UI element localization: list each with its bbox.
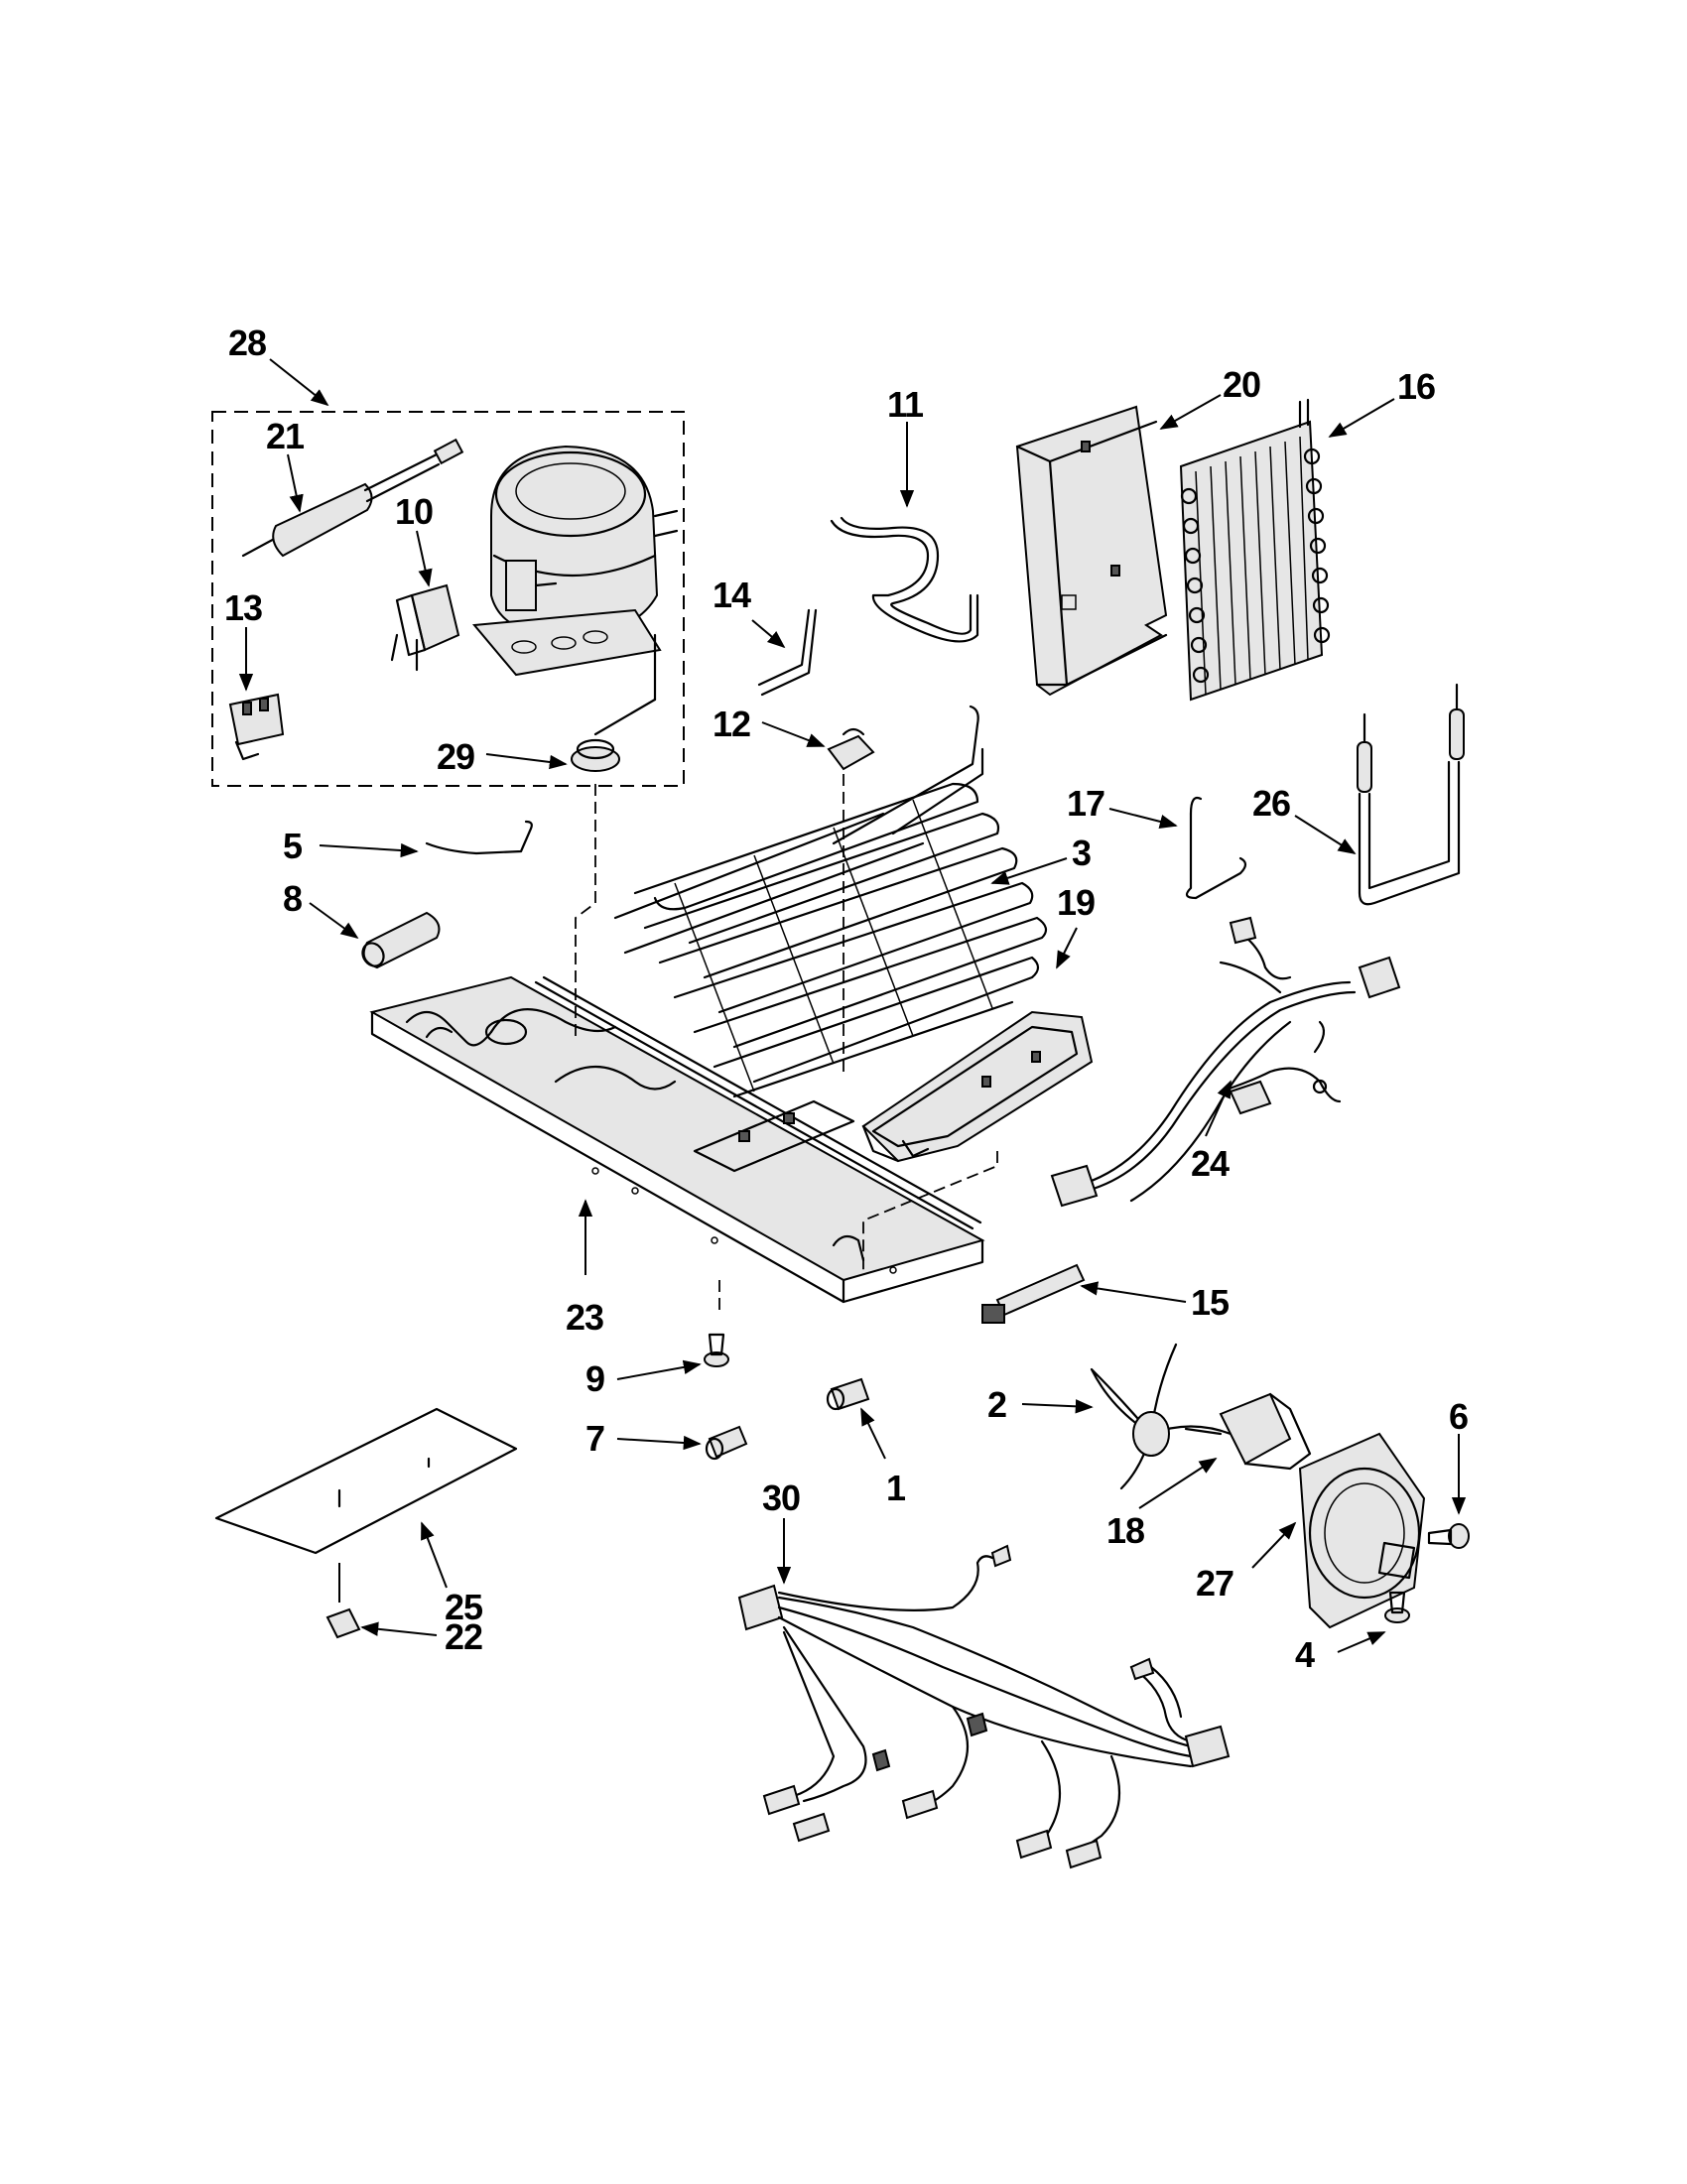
- part-14-tube[interactable]: [757, 608, 818, 697]
- part-18-fan-motor[interactable]: [1184, 1392, 1312, 1471]
- compressor-assembly-box: [211, 411, 685, 787]
- callout-1: 1: [886, 1468, 906, 1508]
- part-26-tube[interactable]: [1357, 683, 1465, 906]
- callout-21: 21: [266, 416, 305, 456]
- part-12-clip[interactable]: [827, 727, 875, 771]
- part-8-insulation[interactable]: [358, 911, 441, 969]
- callout-26: 26: [1252, 783, 1290, 824]
- callout-30: 30: [762, 1477, 800, 1518]
- part-21-filter-drier[interactable]: [241, 438, 464, 558]
- callout-labels: 28 21 10 13 29 11 20 16 14 12 17 26 3 19…: [224, 322, 1469, 1675]
- compressor[interactable]: [472, 445, 679, 677]
- callout-25: 25: [445, 1587, 483, 1627]
- callout-20: 20: [1223, 364, 1260, 405]
- part-30-wire-harness[interactable]: [737, 1544, 1231, 1869]
- callout-24: 24: [1191, 1143, 1230, 1184]
- part-11-tube[interactable]: [830, 516, 979, 643]
- part-1-grommet[interactable]: [826, 1377, 870, 1411]
- part-27-fan-shroud[interactable]: [1298, 1432, 1426, 1629]
- part-25-pad[interactable]: [214, 1407, 518, 1603]
- callout-3: 3: [1072, 833, 1091, 873]
- callout-8: 8: [283, 878, 302, 919]
- part-22-clip[interactable]: [325, 1607, 361, 1639]
- callout-12: 12: [713, 704, 750, 744]
- part-15-cable-tie[interactable]: [981, 1263, 1086, 1324]
- callout-14: 14: [713, 575, 751, 615]
- callout-4: 4: [1295, 1634, 1315, 1675]
- part-7-grommet[interactable]: [705, 1425, 748, 1461]
- callout-2: 2: [987, 1384, 1006, 1425]
- callout-19: 19: [1057, 882, 1095, 923]
- assembly-lines: [575, 774, 998, 1310]
- callout-28: 28: [228, 322, 266, 363]
- callout-7: 7: [585, 1418, 604, 1459]
- part-16-evaporator[interactable]: [1179, 398, 1331, 702]
- leader-arrows: [238, 358, 1467, 1653]
- part-23-base-pan[interactable]: [369, 975, 985, 1304]
- callout-11: 11: [887, 384, 924, 425]
- callout-18: 18: [1106, 1510, 1144, 1551]
- callout-15: 15: [1191, 1282, 1230, 1323]
- part-9-screw[interactable]: [704, 1333, 729, 1367]
- part-17-wire[interactable]: [1185, 796, 1247, 900]
- callout-10: 10: [395, 491, 433, 532]
- part-3-condenser[interactable]: [613, 705, 1048, 1098]
- part-20-evaporator-cover[interactable]: [1015, 405, 1168, 697]
- part-2-fan-blade[interactable]: [1090, 1343, 1233, 1490]
- part-19-drain-pan[interactable]: [861, 1010, 1094, 1163]
- callout-5: 5: [283, 826, 303, 866]
- part-6-screw[interactable]: [1427, 1523, 1470, 1549]
- callout-29: 29: [437, 736, 474, 777]
- callout-16: 16: [1397, 366, 1435, 407]
- callout-13: 13: [224, 587, 262, 628]
- callout-23: 23: [566, 1297, 603, 1338]
- callout-6: 6: [1449, 1396, 1468, 1437]
- callout-9: 9: [585, 1358, 604, 1399]
- callout-27: 27: [1196, 1563, 1233, 1604]
- part-29-grommet[interactable]: [571, 633, 657, 772]
- part-4-screw[interactable]: [1384, 1591, 1410, 1623]
- part-10-relay[interactable]: [390, 583, 460, 672]
- part-13-overload[interactable]: [228, 693, 285, 761]
- callout-22: 22: [445, 1616, 482, 1657]
- part-5-wire[interactable]: [425, 820, 533, 855]
- callout-17: 17: [1067, 783, 1104, 824]
